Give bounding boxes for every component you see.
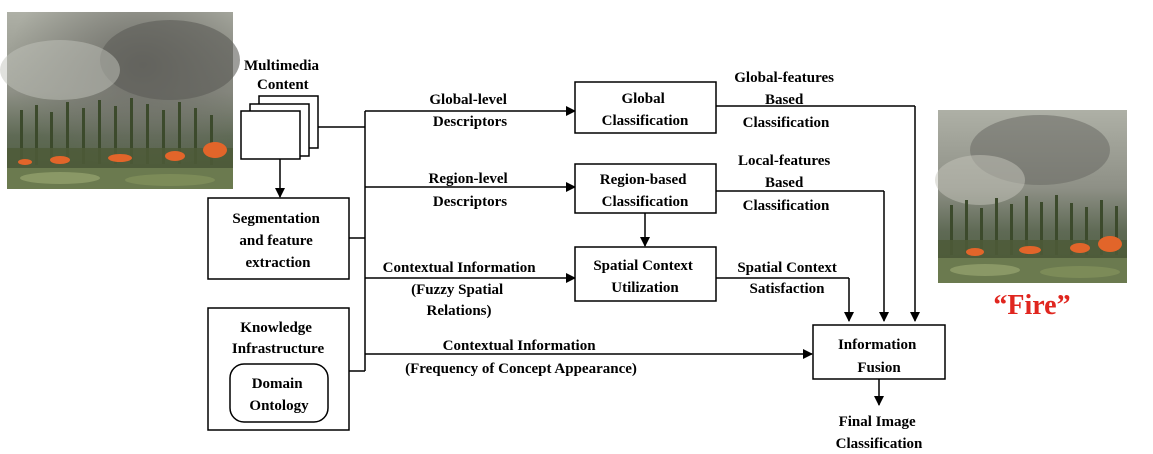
connectors <box>275 105 920 406</box>
local-output-label: Local-features Based Classification <box>738 153 834 214</box>
input-fire-image <box>0 12 240 189</box>
region-classification-box <box>574 163 717 214</box>
information-fusion-box <box>812 324 946 380</box>
result-label: “Fire” <box>993 290 1070 321</box>
global-output-label: Global-features Based Classification <box>734 70 837 131</box>
multimedia-content-stack <box>240 95 319 160</box>
segmentation-label: Segmentation and feature extraction <box>232 211 323 271</box>
contextual-fuzzy-label: Contextual Information (Fuzzy Spatial Re… <box>383 260 540 319</box>
output-fire-image <box>935 110 1127 283</box>
domain-ontology-label: Domain Ontology <box>249 376 309 414</box>
domain-ontology-box <box>229 363 329 423</box>
global-descriptors-label: Global-level Descriptors <box>429 92 510 130</box>
segmentation-box <box>207 197 350 280</box>
contextual-frequency-label: Contextual Information (Frequency of Con… <box>405 338 637 377</box>
global-classification-label: Global Classification <box>602 91 689 129</box>
region-classification-label: Region-based Classification <box>600 172 690 210</box>
information-fusion-label: Information Fusion <box>838 337 920 376</box>
multimedia-content-label: Multimedia Content <box>244 58 323 93</box>
knowledge-infrastructure-label: Knowledge Infrastructure <box>232 320 325 357</box>
global-classification-box <box>574 81 717 134</box>
spatial-context-label: Spatial Context Utilization <box>593 258 696 296</box>
final-output-label: Final Image Classification <box>836 414 923 452</box>
spatial-output-label: Spatial Context Satisfaction <box>737 260 840 297</box>
region-descriptors-label: Region-level Descriptors <box>429 171 512 210</box>
spatial-context-box <box>574 246 717 302</box>
